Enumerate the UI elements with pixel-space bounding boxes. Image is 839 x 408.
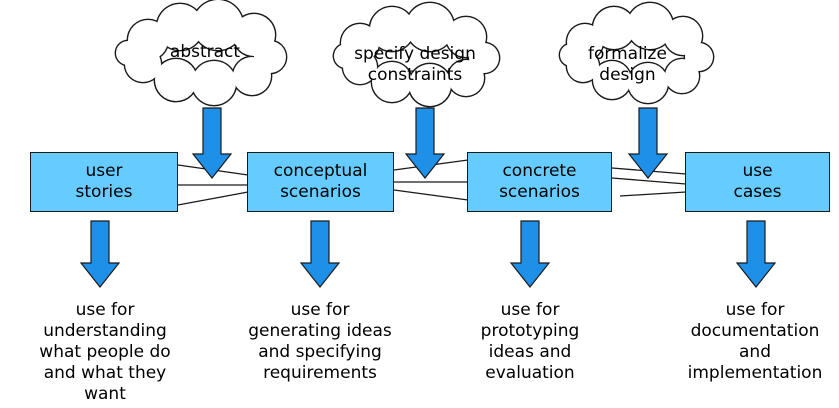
note-text-line: use for xyxy=(290,300,350,320)
note-text-line: understanding xyxy=(43,321,167,341)
box-text-line: cases xyxy=(733,182,782,202)
cloud-label-formalize-design: formalize design xyxy=(570,44,685,86)
cloud-lobe xyxy=(665,59,699,93)
cloud-lobe xyxy=(627,3,673,49)
note-text-line: what people do xyxy=(39,342,171,362)
arrow-use-cases-down xyxy=(735,220,777,288)
box-text-line: user xyxy=(85,161,123,181)
box-text-line: use xyxy=(742,161,773,181)
arrow-constraints-down xyxy=(404,107,446,179)
cloud-label-abstract: abstract xyxy=(130,42,280,63)
arrow-abstract-down xyxy=(191,107,233,179)
connector-line xyxy=(611,177,687,185)
note-use-cases: use for documentation and implementation xyxy=(680,300,830,384)
cloud-lobe xyxy=(192,61,236,105)
arrow-conceptual-down xyxy=(299,220,341,288)
arrow-formalize-down xyxy=(627,107,669,179)
cloud-lobe xyxy=(155,59,197,101)
cloud-lobe xyxy=(370,7,414,51)
note-text-line: generating ideas xyxy=(248,321,392,341)
box-user-stories: user stories xyxy=(30,152,178,212)
note-text-line: prototyping xyxy=(480,321,580,341)
cloud-label-specify-design-constraints: specify design constraints xyxy=(345,44,485,86)
cloud-text-line: formalize xyxy=(588,44,667,64)
note-text-line: use for xyxy=(725,300,785,320)
cloud-lobe xyxy=(406,3,454,51)
cloud-lobe xyxy=(409,64,451,106)
cloud-lobe xyxy=(233,57,271,95)
box-text-line: conceptual xyxy=(273,161,368,181)
connector-line xyxy=(393,189,469,201)
note-text-line: use for xyxy=(75,300,135,320)
box-concrete-scenarios: concrete scenarios xyxy=(467,152,612,212)
note-concrete-scenarios: use for prototyping ideas and evaluation xyxy=(455,300,605,384)
note-user-stories: use for understanding what people do and… xyxy=(20,300,190,405)
cloud-lobe xyxy=(628,63,668,103)
cloud-lobe xyxy=(372,62,412,102)
note-text-line: and specifying xyxy=(258,342,382,362)
cloud-formalize-design xyxy=(558,1,715,105)
box-text-line: stories xyxy=(75,182,133,202)
box-use-cases: use cases xyxy=(685,152,830,212)
cloud-specify-design-constraints xyxy=(332,1,501,108)
cloud-text-line: abstract xyxy=(169,42,241,62)
connector-line xyxy=(177,191,249,206)
note-text-line: use for xyxy=(500,300,560,320)
box-text-line: concrete xyxy=(502,161,577,181)
cloud-abstract xyxy=(114,0,288,107)
box-conceptual-scenarios: conceptual scenarios xyxy=(247,152,394,212)
arrow-concrete-down xyxy=(509,220,551,288)
cloud-lobe xyxy=(193,0,243,50)
cloud-lobe xyxy=(593,7,635,49)
box-text-line: scenarios xyxy=(499,182,580,202)
arrow-user-stories-down xyxy=(79,220,121,288)
cloud-lobe xyxy=(116,41,140,65)
note-text-line: implementation xyxy=(687,363,823,383)
cloud-text-line: design xyxy=(599,65,656,85)
note-text-line: evaluation xyxy=(485,363,575,383)
note-text-line: and what they xyxy=(43,363,167,383)
cloud-lobe xyxy=(560,44,582,66)
note-conceptual-scenarios: use for generating ideas and specifying … xyxy=(235,300,405,384)
note-text-line: documentation xyxy=(690,321,820,341)
connector-line xyxy=(619,191,687,197)
cloud-lobe xyxy=(334,44,358,68)
cloud-text-line: specify design xyxy=(354,44,476,64)
cloud-lobe xyxy=(593,61,631,99)
note-text-line: ideas and xyxy=(488,342,572,362)
note-text-line: requirements xyxy=(263,363,377,383)
box-text-line: scenarios xyxy=(280,182,361,202)
note-text-line: and xyxy=(739,342,771,362)
cloud-text-line: constraints xyxy=(367,65,463,85)
cloud-lobe xyxy=(157,4,203,50)
note-text-line: want xyxy=(84,384,126,404)
cloud-lobe xyxy=(448,60,484,96)
